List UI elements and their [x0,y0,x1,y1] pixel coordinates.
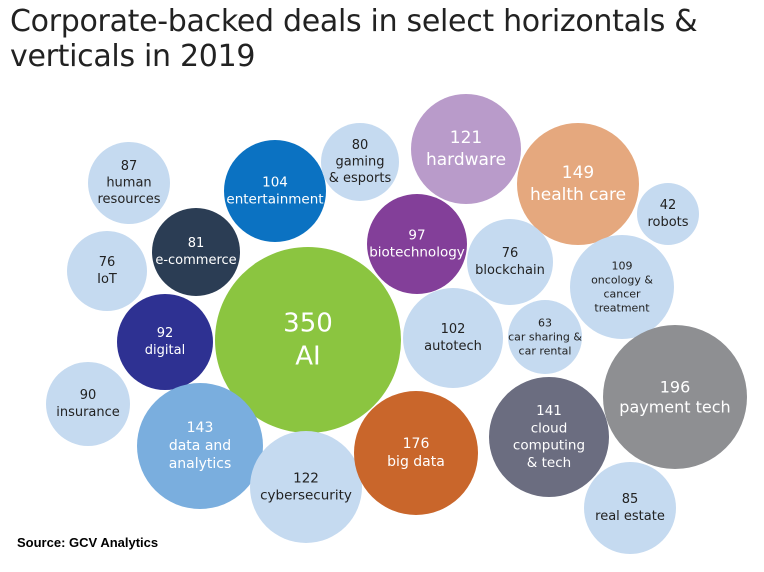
bubble-category-label: insurance [56,405,120,420]
bubble-circle [489,377,609,497]
bubble-category-label: blockchain [475,263,545,278]
bubble-value-label: 92 [157,326,174,341]
bubble-category-label: big data [387,454,445,470]
bubble-circle [250,431,362,543]
bubble-value-label: 141 [536,403,562,419]
bubble-real-estate: 85 real estate [584,462,676,554]
bubble-value-label: 76 [99,255,116,270]
bubble-value-label: 196 [660,377,691,396]
bubble-e-commerce: 81 e-commerce [152,208,240,296]
chart-title: Corporate-backed deals in select horizon… [10,4,698,74]
bubble-circle [411,94,521,204]
bubble-circle [354,391,478,515]
bubble-circle [467,219,553,305]
bubble-value-label: 149 [562,163,594,183]
bubble-category-label: AI [295,342,320,372]
bubble-category-label: car sharing & [508,331,582,344]
bubble-category-label: resources [97,192,160,207]
bubble-circle [508,300,582,374]
bubble-circle [321,123,399,201]
bubble-category-label: & tech [527,455,571,471]
bubble-cybersecurity: 122 cybersecurity [250,431,362,543]
bubble-biotechnology: 97 biotechnology [367,194,467,294]
bubble-category-label: IoT [97,272,117,287]
bubble-category-label: car rental [519,345,572,358]
bubble-category-label: biotechnology [369,245,465,261]
bubble-category-label: treatment [594,302,650,315]
bubble-value-label: 90 [80,388,97,403]
bubble-value-label: 122 [293,470,319,486]
bubble-circle [517,123,639,245]
bubble-circle [637,183,699,245]
bubble-circle [603,325,747,469]
bubble-data-and-analytics: 143 data and analytics [137,383,263,509]
bubble-circle [215,247,401,433]
bubble-gaming-esports: 80 gaming& esports [321,123,399,201]
bubble-category-label: hardware [426,150,506,170]
bubble-value-label: 109 [612,259,633,272]
bubble-category-label: health care [530,185,626,205]
bubble-value-label: 81 [188,236,205,251]
bubble-category-label: cybersecurity [260,488,352,504]
bubble-value-label: 143 [187,420,214,436]
bubble-category-label: cancer [603,288,641,301]
bubble-category-label: gaming [336,155,385,170]
bubble-autotech: 102 autotech [403,288,503,388]
bubble-category-label: payment tech [619,398,730,417]
bubble-insurance: 90 insurance [46,362,130,446]
bubble-circle [117,294,213,390]
bubble-circle [88,142,170,224]
bubble-robots: 42 robots [637,183,699,245]
bubble-category-label: digital [145,343,185,358]
bubble-category-label: data and [169,438,231,454]
bubble-big-data: 176 big data [354,391,478,515]
bubble-category-label: real estate [595,509,665,524]
bubble-category-label: & esports [329,171,392,186]
bubble-value-label: 121 [450,128,482,148]
bubble-category-label: oncology & [591,273,653,286]
bubble-value-label: 87 [121,159,138,174]
bubble-circle [367,194,467,294]
bubble-category-label: e-commerce [155,253,236,268]
bubble-circle [570,235,674,339]
bubble-circle [224,140,326,242]
bubble-value-label: 176 [403,436,430,452]
bubble-value-label: 63 [538,316,552,329]
bubble-payment-tech: 196 payment tech [603,325,747,469]
source-note: Source: GCV Analytics [17,535,159,550]
bubble-car-sharing-car-rental: 63 car sharing &car rental [508,300,582,374]
bubble-category-label: entertainment [226,192,323,208]
bubble-value-label: 102 [441,322,466,337]
bubble-value-label: 42 [660,198,677,213]
bubble-circle [152,208,240,296]
bubble-value-label: 97 [408,227,425,243]
bubble-value-label: 76 [502,246,519,261]
bubble-value-label: 104 [262,174,288,190]
bubble-category-label: computing [513,438,585,454]
bubble-value-label: 85 [622,492,639,507]
bubble-category-label: human [106,176,151,191]
bubble-category-label: analytics [169,456,232,472]
bubble-blockchain: 76 blockchain [467,219,553,305]
bubble-value-label: 350 [283,308,333,338]
bubble-value-label: 80 [352,138,369,153]
bubble-circle [46,362,130,446]
bubble-entertainment: 104 entertainment [224,140,326,242]
bubble-category-label: autotech [424,339,482,354]
bubble-category-label: robots [647,215,688,230]
bubble-category-label: cloud [531,420,568,436]
bubble-circle [584,462,676,554]
bubble-circle [403,288,503,388]
bubble-circle [137,383,263,509]
bubble-circle [67,231,147,311]
bubble-digital: 92 digital [117,294,213,390]
